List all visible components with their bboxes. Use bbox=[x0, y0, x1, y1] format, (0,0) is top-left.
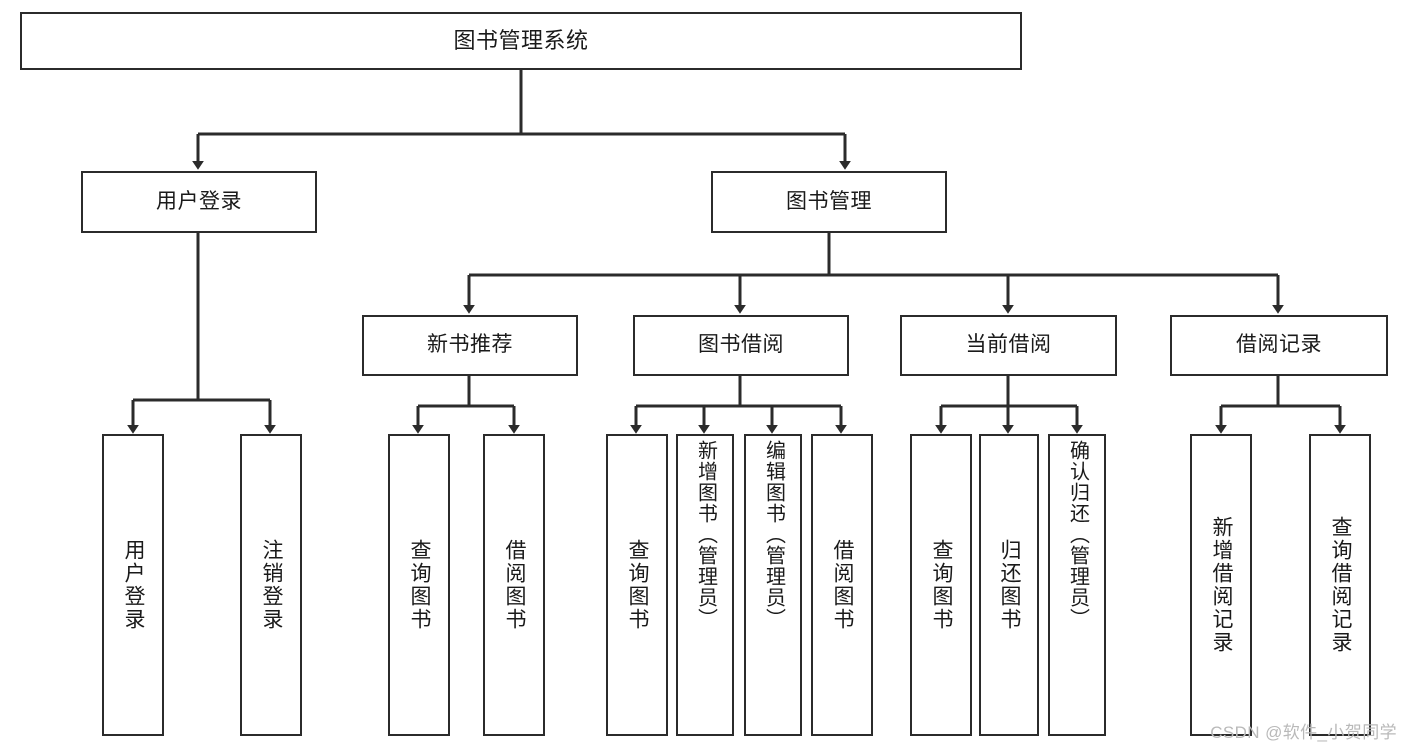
node-borrow-records-label: 借阅记录 bbox=[1236, 333, 1322, 357]
node-root-label: 图书管理系统 bbox=[453, 28, 589, 54]
node-leaf-borrow-book-1-label: 借阅图书 bbox=[503, 539, 527, 631]
node-leaf-borrow-book-2-label: 借阅图书 bbox=[831, 539, 855, 631]
node-leaf-user-logout[interactable]: 注销登录 bbox=[240, 434, 302, 736]
node-leaf-query-record-label: 查询借阅记录 bbox=[1329, 516, 1353, 654]
node-book-management[interactable]: 图书管理 bbox=[711, 171, 947, 233]
node-leaf-user-logout-label: 注销登录 bbox=[260, 539, 284, 631]
watermark: CSDN @软件_小贺同学 bbox=[1210, 723, 1397, 742]
node-leaf-add-record-label: 新增借阅记录 bbox=[1210, 516, 1234, 654]
node-leaf-borrow-book-2[interactable]: 借阅图书 bbox=[811, 434, 873, 736]
node-book-borrow-label: 图书借阅 bbox=[698, 333, 784, 357]
node-leaf-add-book[interactable]: 新增图书（管理员） bbox=[676, 434, 734, 736]
node-new-book-recommend[interactable]: 新书推荐 bbox=[362, 315, 578, 376]
node-user-login[interactable]: 用户登录 bbox=[81, 171, 317, 233]
node-leaf-query-book-1-label: 查询图书 bbox=[408, 539, 432, 631]
node-leaf-edit-book-label: 编辑图书（管理员） bbox=[762, 440, 785, 629]
node-leaf-borrow-book-1[interactable]: 借阅图书 bbox=[483, 434, 545, 736]
node-leaf-confirm-return-label: 确认归还（管理员） bbox=[1066, 440, 1089, 629]
node-leaf-return-book[interactable]: 归还图书 bbox=[979, 434, 1039, 736]
node-leaf-user-login[interactable]: 用户登录 bbox=[102, 434, 164, 736]
node-leaf-user-login-label: 用户登录 bbox=[122, 539, 146, 631]
node-user-login-label: 用户登录 bbox=[156, 189, 242, 213]
node-leaf-query-book-3[interactable]: 查询图书 bbox=[910, 434, 972, 736]
node-current-borrow-label: 当前借阅 bbox=[965, 333, 1052, 357]
node-borrow-records[interactable]: 借阅记录 bbox=[1170, 315, 1388, 376]
node-leaf-query-book-3-label: 查询图书 bbox=[930, 539, 954, 631]
node-root[interactable]: 图书管理系统 bbox=[20, 12, 1022, 70]
node-leaf-query-book-1[interactable]: 查询图书 bbox=[388, 434, 450, 736]
node-leaf-edit-book[interactable]: 编辑图书（管理员） bbox=[744, 434, 802, 736]
node-leaf-return-book-label: 归还图书 bbox=[998, 539, 1022, 631]
node-leaf-add-record[interactable]: 新增借阅记录 bbox=[1190, 434, 1252, 736]
node-leaf-query-book-2[interactable]: 查询图书 bbox=[606, 434, 668, 736]
node-book-management-label: 图书管理 bbox=[786, 189, 872, 213]
node-book-borrow[interactable]: 图书借阅 bbox=[633, 315, 849, 376]
node-leaf-add-book-label: 新增图书（管理员） bbox=[694, 440, 717, 629]
node-current-borrow[interactable]: 当前借阅 bbox=[900, 315, 1117, 376]
node-leaf-query-book-2-label: 查询图书 bbox=[626, 539, 650, 631]
node-new-book-recommend-label: 新书推荐 bbox=[427, 333, 513, 357]
node-leaf-confirm-return[interactable]: 确认归还（管理员） bbox=[1048, 434, 1106, 736]
node-leaf-query-record[interactable]: 查询借阅记录 bbox=[1309, 434, 1371, 736]
